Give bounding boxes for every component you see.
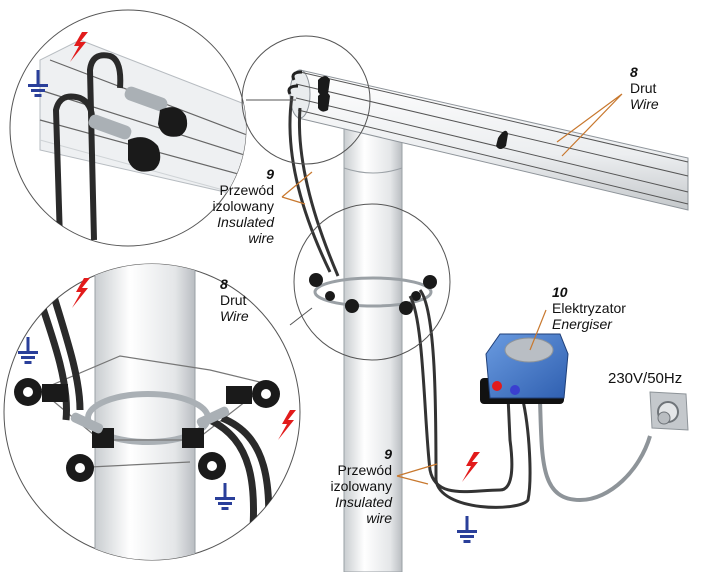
label-energiser: 10 Elektryzator Energiser [552,284,626,332]
earth-terminal [510,385,520,395]
label-polish: Przewód [337,462,392,478]
arm-magnify-marker [241,35,371,165]
ground-symbol-icon [215,483,235,510]
ground-symbol-icon [28,70,48,97]
wall-socket-icon [649,391,689,431]
label-polish: izolowany [330,478,392,494]
label-english: wire [366,510,392,526]
lightning-bolt-icon [72,278,90,308]
label-polish: izolowany [212,198,274,214]
pole-ring-insulators [309,273,437,315]
label-wire-top: 8 Drut Wire [630,64,659,112]
crossarm [287,69,689,211]
live-terminal [492,381,502,391]
mains-cable [538,399,652,503]
label-number: 8 [630,64,638,80]
label-english: Insulated [217,214,274,230]
label-polish: Drut [220,292,247,308]
label-english: Wire [220,308,249,324]
insulated-wires-lower [408,289,532,509]
label-english: Insulated [335,494,392,510]
label-polish: Przewód [219,182,274,198]
ring-magnify-marker [293,203,451,361]
label-number: 9 [266,166,274,182]
label-english: Energiser [552,316,612,332]
label-number: 10 [552,284,568,300]
ground-symbol-icon [457,516,477,543]
lightning-bolt-icon [462,452,480,482]
label-number: 8 [220,276,228,292]
label-mains-voltage: 230V/50Hz [608,370,683,387]
detail-circle-arm-top [9,9,296,247]
detail-circle-pole-ring [3,263,313,561]
label-number: 9 [384,446,392,462]
label-insulated-wire-upper: 9 Przewód izolowany Insulated wire [196,166,274,246]
lightning-bolt-icon [278,410,296,440]
label-english: Wire [630,96,659,112]
label-wire-detail: 8 Drut Wire [220,276,249,324]
ground-symbol-icon [18,337,38,364]
energiser-unit [480,333,569,404]
insulated-wires-upper [288,95,340,277]
lightning-bolt-icon [70,32,88,62]
label-polish: Drut [630,80,657,96]
arm-insulator [496,130,508,149]
label-english: wire [248,230,274,246]
label-insulated-wire-lower: 9 Przewód izolowany Insulated wire [312,446,392,526]
label-polish: Elektryzator [552,300,626,316]
